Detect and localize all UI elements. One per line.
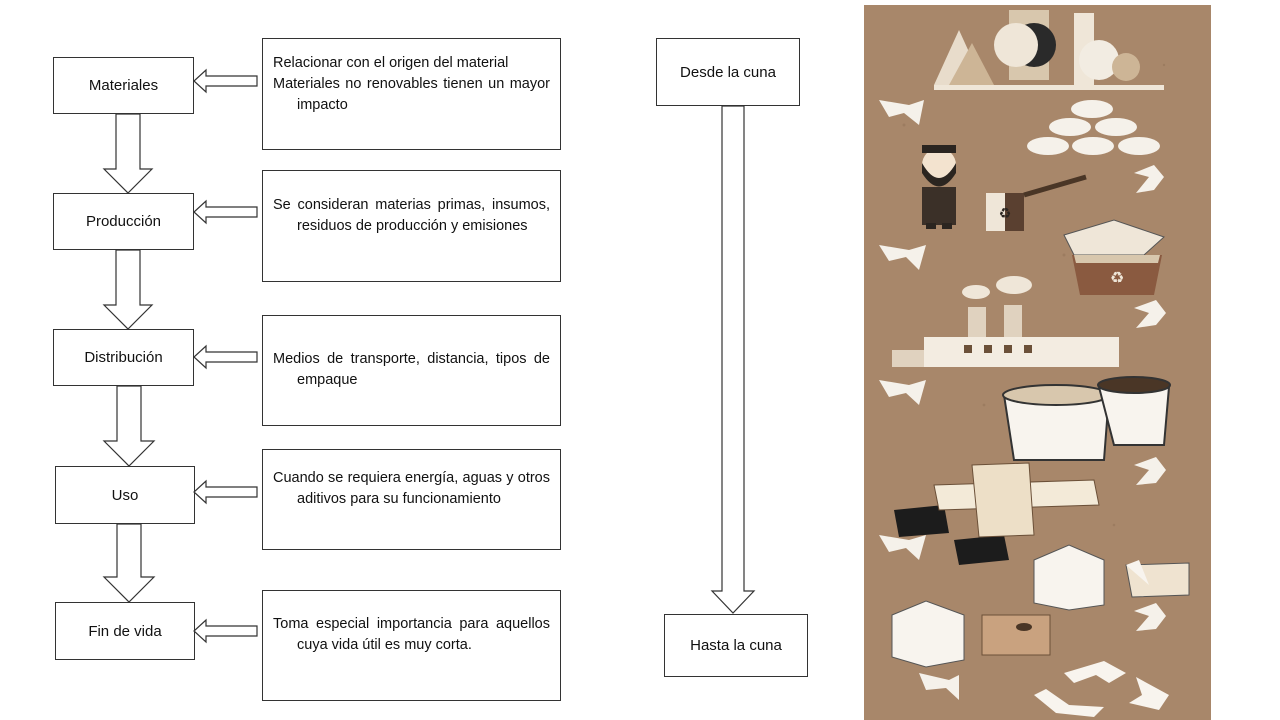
description-text: Cuando se requiera energía, aguas y otro…: [273, 470, 550, 507]
svg-text:♻: ♻: [999, 206, 1012, 222]
trees-icon: [934, 10, 1164, 90]
description-text: Toma especial importancia para aquellos …: [273, 616, 550, 653]
stage-label: Fin de vida: [88, 622, 162, 640]
stage-label: Uso: [111, 486, 139, 504]
description-box-uso: Cuando se requiera energía, aguas y otro…: [262, 449, 561, 550]
left-arrow-5: [193, 618, 258, 644]
paper-rolls-icon: [1002, 376, 1171, 461]
description-text: Medios de transporte, distancia, tipos d…: [273, 351, 550, 388]
stage-label: Materiales: [88, 77, 159, 94]
cradle-end-box: Hasta la cuna: [664, 614, 808, 677]
left-arrow-4: [193, 479, 258, 505]
cradle-start-label: Desde la cuna: [680, 63, 776, 81]
stage-box-fin-de-vida: Fin de vida: [55, 602, 195, 660]
left-arrow-3: [193, 344, 258, 370]
stage-label: Distribución: [84, 349, 163, 366]
unfolded-box-net-icon: [894, 462, 1100, 565]
stage-box-distribucion: Distribución: [53, 329, 194, 386]
down-arrow-1: [102, 113, 154, 194]
left-arrow-1: [193, 68, 258, 94]
stage-label: Producción: [85, 213, 162, 230]
description-box-materiales: Relacionar con el origen del material Ma…: [262, 38, 561, 150]
description-text: Materiales no renovables tienen un mayor…: [273, 76, 550, 113]
description-text: Relacionar con el origen del material: [273, 55, 509, 71]
svg-text:♻: ♻: [1110, 268, 1124, 287]
cradle-down-arrow: [710, 105, 756, 614]
recycle-symbol-icon: [1034, 661, 1169, 717]
down-arrow-3: [102, 385, 156, 467]
description-box-produccion: Se consideran materias primas, insumos, …: [262, 170, 561, 282]
closed-boxes-icon: [1033, 544, 1190, 611]
down-arrow-2: [102, 249, 154, 330]
description-box-distribucion: Medios de transporte, distancia, tipos d…: [262, 315, 561, 426]
description-text: Se consideran materias primas, insumos, …: [273, 197, 550, 234]
white-flow-arrows-icon: [879, 100, 1166, 700]
stone-stack-icon: [1027, 100, 1160, 155]
left-arrow-2: [193, 199, 258, 225]
flow-arrows: [102, 68, 756, 644]
packaged-boxes-icon: [891, 600, 1051, 668]
worker-with-recycle-bin-icon: ♻: [922, 145, 1087, 231]
recycle-bin-with-paper-icon: ♻: [1063, 219, 1165, 295]
factory-icon: [892, 276, 1119, 367]
stage-box-materiales: Materiales: [53, 57, 194, 114]
cradle-to-cradle-illustration: ♻ ♻: [864, 5, 1211, 720]
cradle-end-label: Hasta la cuna: [690, 637, 782, 654]
description-box-fin-de-vida: Toma especial importancia para aquellos …: [262, 590, 561, 701]
cradle-start-box: Desde la cuna: [656, 38, 800, 106]
down-arrow-4: [102, 523, 156, 603]
